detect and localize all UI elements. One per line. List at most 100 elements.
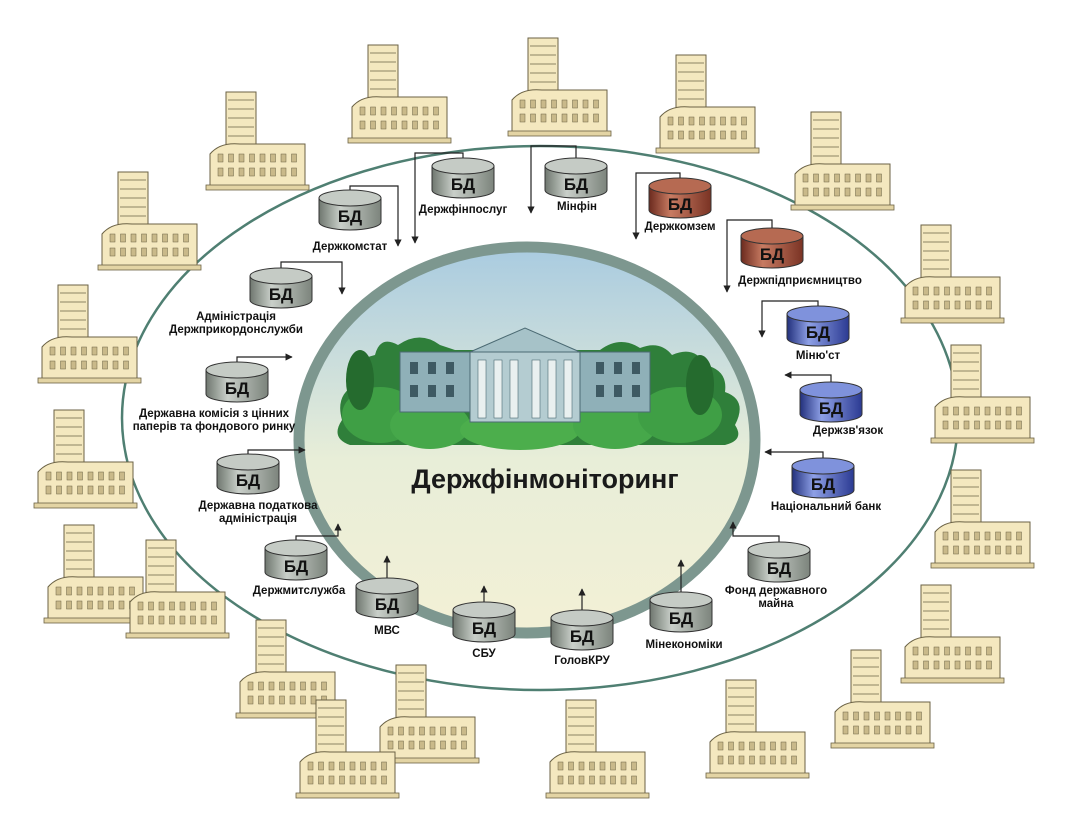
connector-arrow <box>729 521 780 545</box>
palace-illustration <box>399 327 651 423</box>
office-building-icon <box>295 699 400 799</box>
office-building-icon <box>97 171 202 271</box>
database-label: Державна комісія з цінних <box>139 408 290 420</box>
office-building-icon <box>43 524 148 624</box>
database-node-natsbank[interactable]: БД Національний банк <box>771 457 881 513</box>
database-label: МВС <box>374 625 400 637</box>
database-cylinder-icon <box>791 457 855 499</box>
office-building-icon <box>37 284 142 384</box>
office-building-icon <box>655 54 760 154</box>
central-node: Держфінмоніторинг <box>293 241 761 639</box>
database-badge-text: БД <box>570 627 594 646</box>
database-badge-text: БД <box>564 175 588 194</box>
database-cylinder-icon <box>740 227 804 269</box>
database-label: Держмитслужба <box>253 585 346 597</box>
database-label: Держпідприємництво <box>738 275 862 287</box>
database-label: ГоловКРУ <box>554 655 610 667</box>
connector-arrow <box>411 152 464 244</box>
database-cylinder-icon <box>264 539 328 581</box>
database-badge-text: БД <box>668 195 692 214</box>
database-node-derzhkomzem[interactable]: БД Держкомзем <box>645 177 716 233</box>
office-building-icon <box>507 37 612 137</box>
database-label: Держзв'язок <box>813 425 884 437</box>
office-building-icon <box>545 699 650 799</box>
connector-arrow <box>527 145 577 214</box>
database-node-miniust[interactable]: БД Міню'ст <box>786 305 850 362</box>
database-cylinder-icon <box>648 177 712 219</box>
database-label: адміністрація <box>219 513 297 525</box>
database-cylinder-icon <box>799 381 863 423</box>
office-building-icon <box>705 679 810 779</box>
office-building-icon <box>235 619 340 719</box>
database-cylinder-icon <box>318 189 382 231</box>
database-node-golovkru[interactable]: БД ГоловКРУ <box>550 609 614 667</box>
database-cylinder-icon <box>355 577 419 619</box>
database-cylinder-icon <box>249 267 313 309</box>
connector-arrow <box>280 261 346 295</box>
database-badge-text: БД <box>806 323 830 342</box>
connector-arrow <box>758 300 819 338</box>
database-cylinder-icon <box>786 305 850 347</box>
database-label: паперів та фондового ринку <box>133 421 296 433</box>
database-label: Національний банк <box>771 501 881 513</box>
database-node-derzhkomstat[interactable]: БД Держкомстат <box>313 189 388 253</box>
office-building-icon <box>790 111 895 211</box>
database-node-derzhpidpryiemnytstvo[interactable]: БД Держпідприємництво <box>738 227 862 287</box>
database-label: Міню'ст <box>796 350 841 362</box>
office-building-icon <box>33 409 138 509</box>
office-building-icon <box>830 649 935 749</box>
office-building-icon <box>900 224 1005 324</box>
central-title: Держфінмоніторинг <box>411 464 678 494</box>
database-cylinder-icon <box>747 541 811 583</box>
database-node-derzhfinposlug[interactable]: БД Держфінпослуг <box>419 157 508 216</box>
database-badge-text: БД <box>669 609 693 628</box>
database-label: Фонд державного <box>725 585 827 597</box>
database-node-mvs[interactable]: БД МВС <box>355 577 419 637</box>
database-cylinder-icon <box>649 591 713 633</box>
database-cylinder-icon <box>550 609 614 651</box>
database-badge-text: БД <box>767 559 791 578</box>
database-label: Держприкордонслужби <box>169 324 303 336</box>
database-badge-text: БД <box>760 245 784 264</box>
database-badge-text: БД <box>338 207 362 226</box>
database-node-derzhzviazok[interactable]: БД Держзв'язок <box>799 381 884 437</box>
database-node-derzhmytsluzhba[interactable]: БД Держмитслужба <box>253 539 346 597</box>
office-building-icon <box>125 539 230 639</box>
database-label: майна <box>758 598 794 610</box>
database-label: Держкомзем <box>645 221 716 233</box>
database-label: СБУ <box>472 648 496 660</box>
connector-arrow <box>723 219 773 293</box>
database-node-sbu[interactable]: БД СБУ <box>452 601 516 660</box>
database-badge-text: БД <box>269 285 293 304</box>
office-building-icon <box>205 91 310 191</box>
database-label: Держкомстат <box>313 241 388 253</box>
database-node-minekonomiky[interactable]: БД Мінекономіки <box>645 591 723 651</box>
database-label: Мінекономіки <box>645 639 722 651</box>
office-building-icon <box>900 584 1005 684</box>
office-building-icon <box>375 664 480 764</box>
office-building-icon <box>347 44 452 144</box>
database-badge-text: БД <box>819 399 843 418</box>
database-badge-text: БД <box>375 595 399 614</box>
database-node-minfin[interactable]: БД Мінфін <box>544 157 608 213</box>
database-cylinder-icon <box>544 157 608 199</box>
database-badge-text: БД <box>236 471 260 490</box>
database-label: Мінфін <box>557 201 597 213</box>
database-badge-text: БД <box>811 475 835 494</box>
database-cylinder-icon <box>216 453 280 495</box>
database-badge-text: БД <box>284 557 308 576</box>
database-cylinder-icon <box>452 601 516 643</box>
database-label: Держфінпослуг <box>419 204 508 216</box>
database-label: Адміністрація <box>196 311 276 323</box>
database-badge-text: БД <box>472 619 496 638</box>
office-building-icon <box>930 469 1035 569</box>
office-building-icon <box>930 344 1035 444</box>
database-label: Державна податкова <box>199 500 319 512</box>
database-badge-text: БД <box>451 175 475 194</box>
